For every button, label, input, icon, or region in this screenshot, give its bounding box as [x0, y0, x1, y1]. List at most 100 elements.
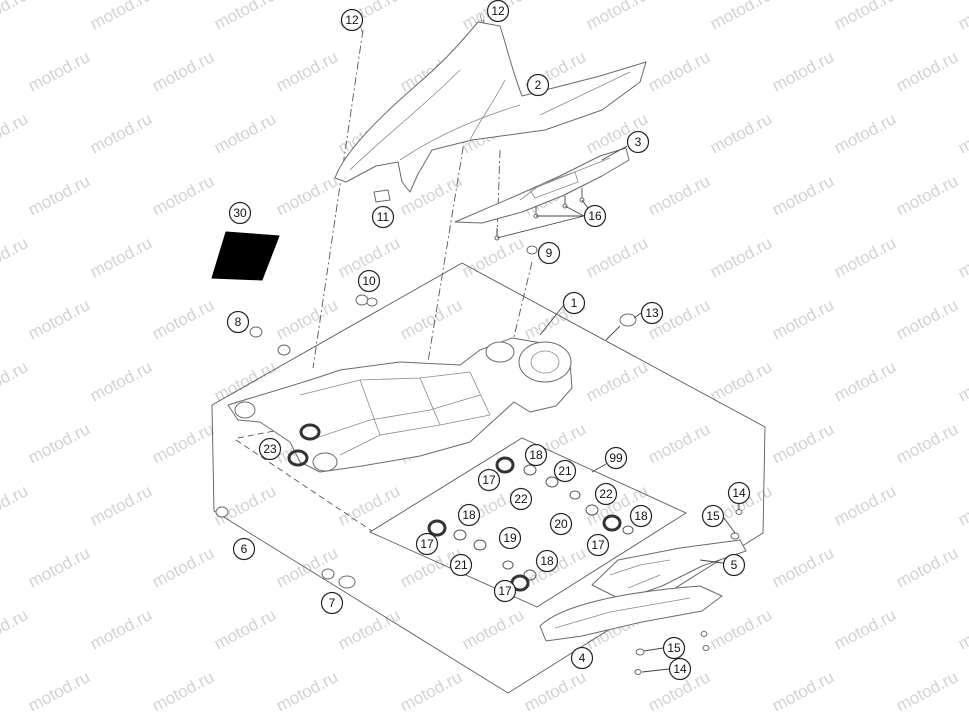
callout-20: 20 — [549, 512, 573, 536]
watermark-text: motod.ru — [87, 233, 155, 281]
callout-19: 19 — [498, 526, 522, 550]
watermark-text: motod.ru — [149, 419, 217, 467]
watermark-text: motod.ru — [955, 481, 969, 529]
callout-label: 18 — [529, 448, 543, 462]
watermark-text: motod.ru — [0, 357, 31, 405]
callout-13: 13 — [640, 301, 664, 325]
watermark-text: motod.ru — [149, 47, 217, 95]
watermark-text: motod.ru — [25, 47, 93, 95]
watermark-text: motod.ru — [893, 419, 961, 467]
part-fasteners — [634, 509, 743, 675]
part-nut-9 — [526, 245, 538, 255]
callout-label: 19 — [503, 531, 517, 545]
watermark-text: motod.ru — [211, 109, 279, 157]
watermark-text: motod.ru — [831, 0, 899, 34]
watermark-text: motod.ru — [893, 171, 961, 219]
watermark-text: motod.ru — [645, 419, 713, 467]
watermark-text: motod.ru — [87, 0, 155, 34]
callout-17: 17 — [477, 468, 501, 492]
callout-label: 14 — [732, 486, 746, 500]
watermark-text: motod.ru — [149, 667, 217, 715]
callout-label: 10 — [362, 274, 376, 288]
watermark-text: motod.ru — [955, 357, 969, 405]
callout-10: 10 — [357, 269, 381, 293]
callout-label: 6 — [241, 542, 248, 556]
center-lines — [312, 19, 533, 369]
callout-21: 21 — [553, 459, 577, 483]
callout-23: 23 — [258, 437, 282, 461]
watermark-text: motod.ru — [397, 295, 465, 343]
watermark-text: motod.ru — [707, 109, 775, 157]
part-chain-slider — [454, 147, 630, 224]
callout-label: 8 — [235, 315, 242, 329]
watermark-text: motod.ru — [273, 543, 341, 591]
callout-1: 1 — [562, 291, 586, 315]
callout-18: 18 — [535, 549, 559, 573]
watermark-text: motod.ru — [707, 605, 775, 653]
part-decal-30 — [211, 231, 280, 281]
callout-label: 5 — [731, 558, 738, 572]
callout-label: 18 — [462, 508, 476, 522]
callout-label: 9 — [546, 246, 553, 260]
callout-label: 15 — [706, 509, 720, 523]
watermark-text: motod.ru — [273, 667, 341, 715]
part-chain-guard-upper — [334, 13, 647, 193]
watermark-text: motod.ru — [25, 419, 93, 467]
callout-15: 15 — [662, 636, 686, 660]
watermark-text: motod.ru — [583, 233, 651, 281]
callout-22: 22 — [594, 482, 618, 506]
watermark-text: motod.ru — [25, 543, 93, 591]
callout-6: 6 — [232, 537, 256, 561]
callout-18: 18 — [629, 504, 653, 528]
watermark-text: motod.ru — [769, 419, 837, 467]
callout-label: 30 — [233, 206, 247, 220]
part-bushing-7 — [321, 568, 356, 589]
watermark-text: motod.ru — [149, 295, 217, 343]
callout-17: 17 — [415, 532, 439, 556]
watermark-text: motod.ru — [25, 171, 93, 219]
watermark-text: motod.ru — [335, 481, 403, 529]
callout-18: 18 — [457, 503, 481, 527]
watermark-text: motod.ru — [0, 481, 31, 529]
callout-label: 1 — [571, 296, 578, 310]
watermark-text: motod.ru — [273, 295, 341, 343]
watermark-text: motod.ru — [87, 109, 155, 157]
leader-lines — [496, 145, 740, 673]
callout-label: 17 — [420, 537, 434, 551]
watermark-text: motod.ru — [87, 481, 155, 529]
callout-30: 30 — [228, 201, 252, 225]
callouts: 12 12 2 3 16 11 30 9 10 1 13 8 23 99 18 … — [226, 0, 751, 681]
callout-label: 4 — [579, 651, 586, 665]
watermark-text: motod.ru — [707, 0, 775, 34]
watermark-text: motod.ru — [335, 605, 403, 653]
part-bushing-13 — [605, 313, 637, 341]
callout-label: 18 — [634, 509, 648, 523]
watermark-text: motod.ru — [397, 667, 465, 715]
part-bushing-8 — [249, 326, 291, 356]
part-pivot-bushings — [287, 423, 321, 467]
callout-14: 14 — [727, 481, 751, 505]
watermark-text: motod.ru — [707, 233, 775, 281]
callout-label: 13 — [645, 306, 659, 320]
callout-label: 14 — [673, 662, 687, 676]
callout-3: 3 — [626, 130, 650, 154]
part-clip-11 — [373, 189, 391, 203]
callout-22: 22 — [509, 487, 533, 511]
watermark-text: motod.ru — [955, 109, 969, 157]
callout-label: 20 — [554, 517, 568, 531]
watermark-text: motod.ru — [769, 543, 837, 591]
watermark-text: motod.ru — [769, 295, 837, 343]
watermark-text: motod.ru — [645, 171, 713, 219]
callout-label: 2 — [535, 78, 542, 92]
watermark-text: motod.ru — [0, 0, 31, 34]
watermark-text: motod.ru — [769, 171, 837, 219]
part-chain-guide-lower — [539, 585, 723, 642]
callout-21: 21 — [449, 553, 473, 577]
watermark-text: motod.ru — [0, 605, 31, 653]
watermark-text: motod.ru — [87, 605, 155, 653]
watermark-text: motod.ru — [459, 605, 527, 653]
callout-label: 22 — [599, 487, 613, 501]
callout-11: 11 — [371, 205, 395, 229]
watermark-text: motod.ru — [149, 543, 217, 591]
